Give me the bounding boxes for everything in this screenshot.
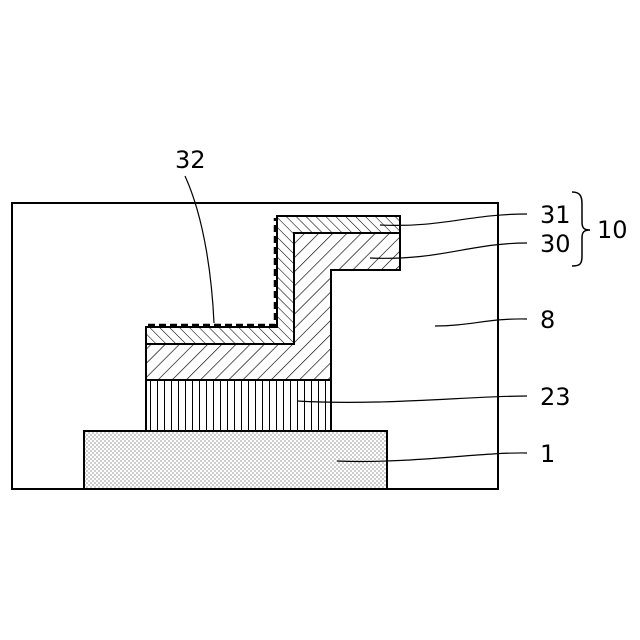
label-10: 10 [597, 216, 628, 244]
label-1: 1 [540, 440, 555, 468]
label-30: 30 [540, 230, 571, 258]
label-31: 31 [540, 201, 571, 229]
layer-23 [146, 380, 331, 431]
substrate-layer-1 [84, 431, 387, 489]
label-23: 23 [540, 383, 571, 411]
brace-10 [572, 192, 590, 266]
label-32: 32 [175, 146, 206, 174]
label-8: 8 [540, 306, 555, 334]
